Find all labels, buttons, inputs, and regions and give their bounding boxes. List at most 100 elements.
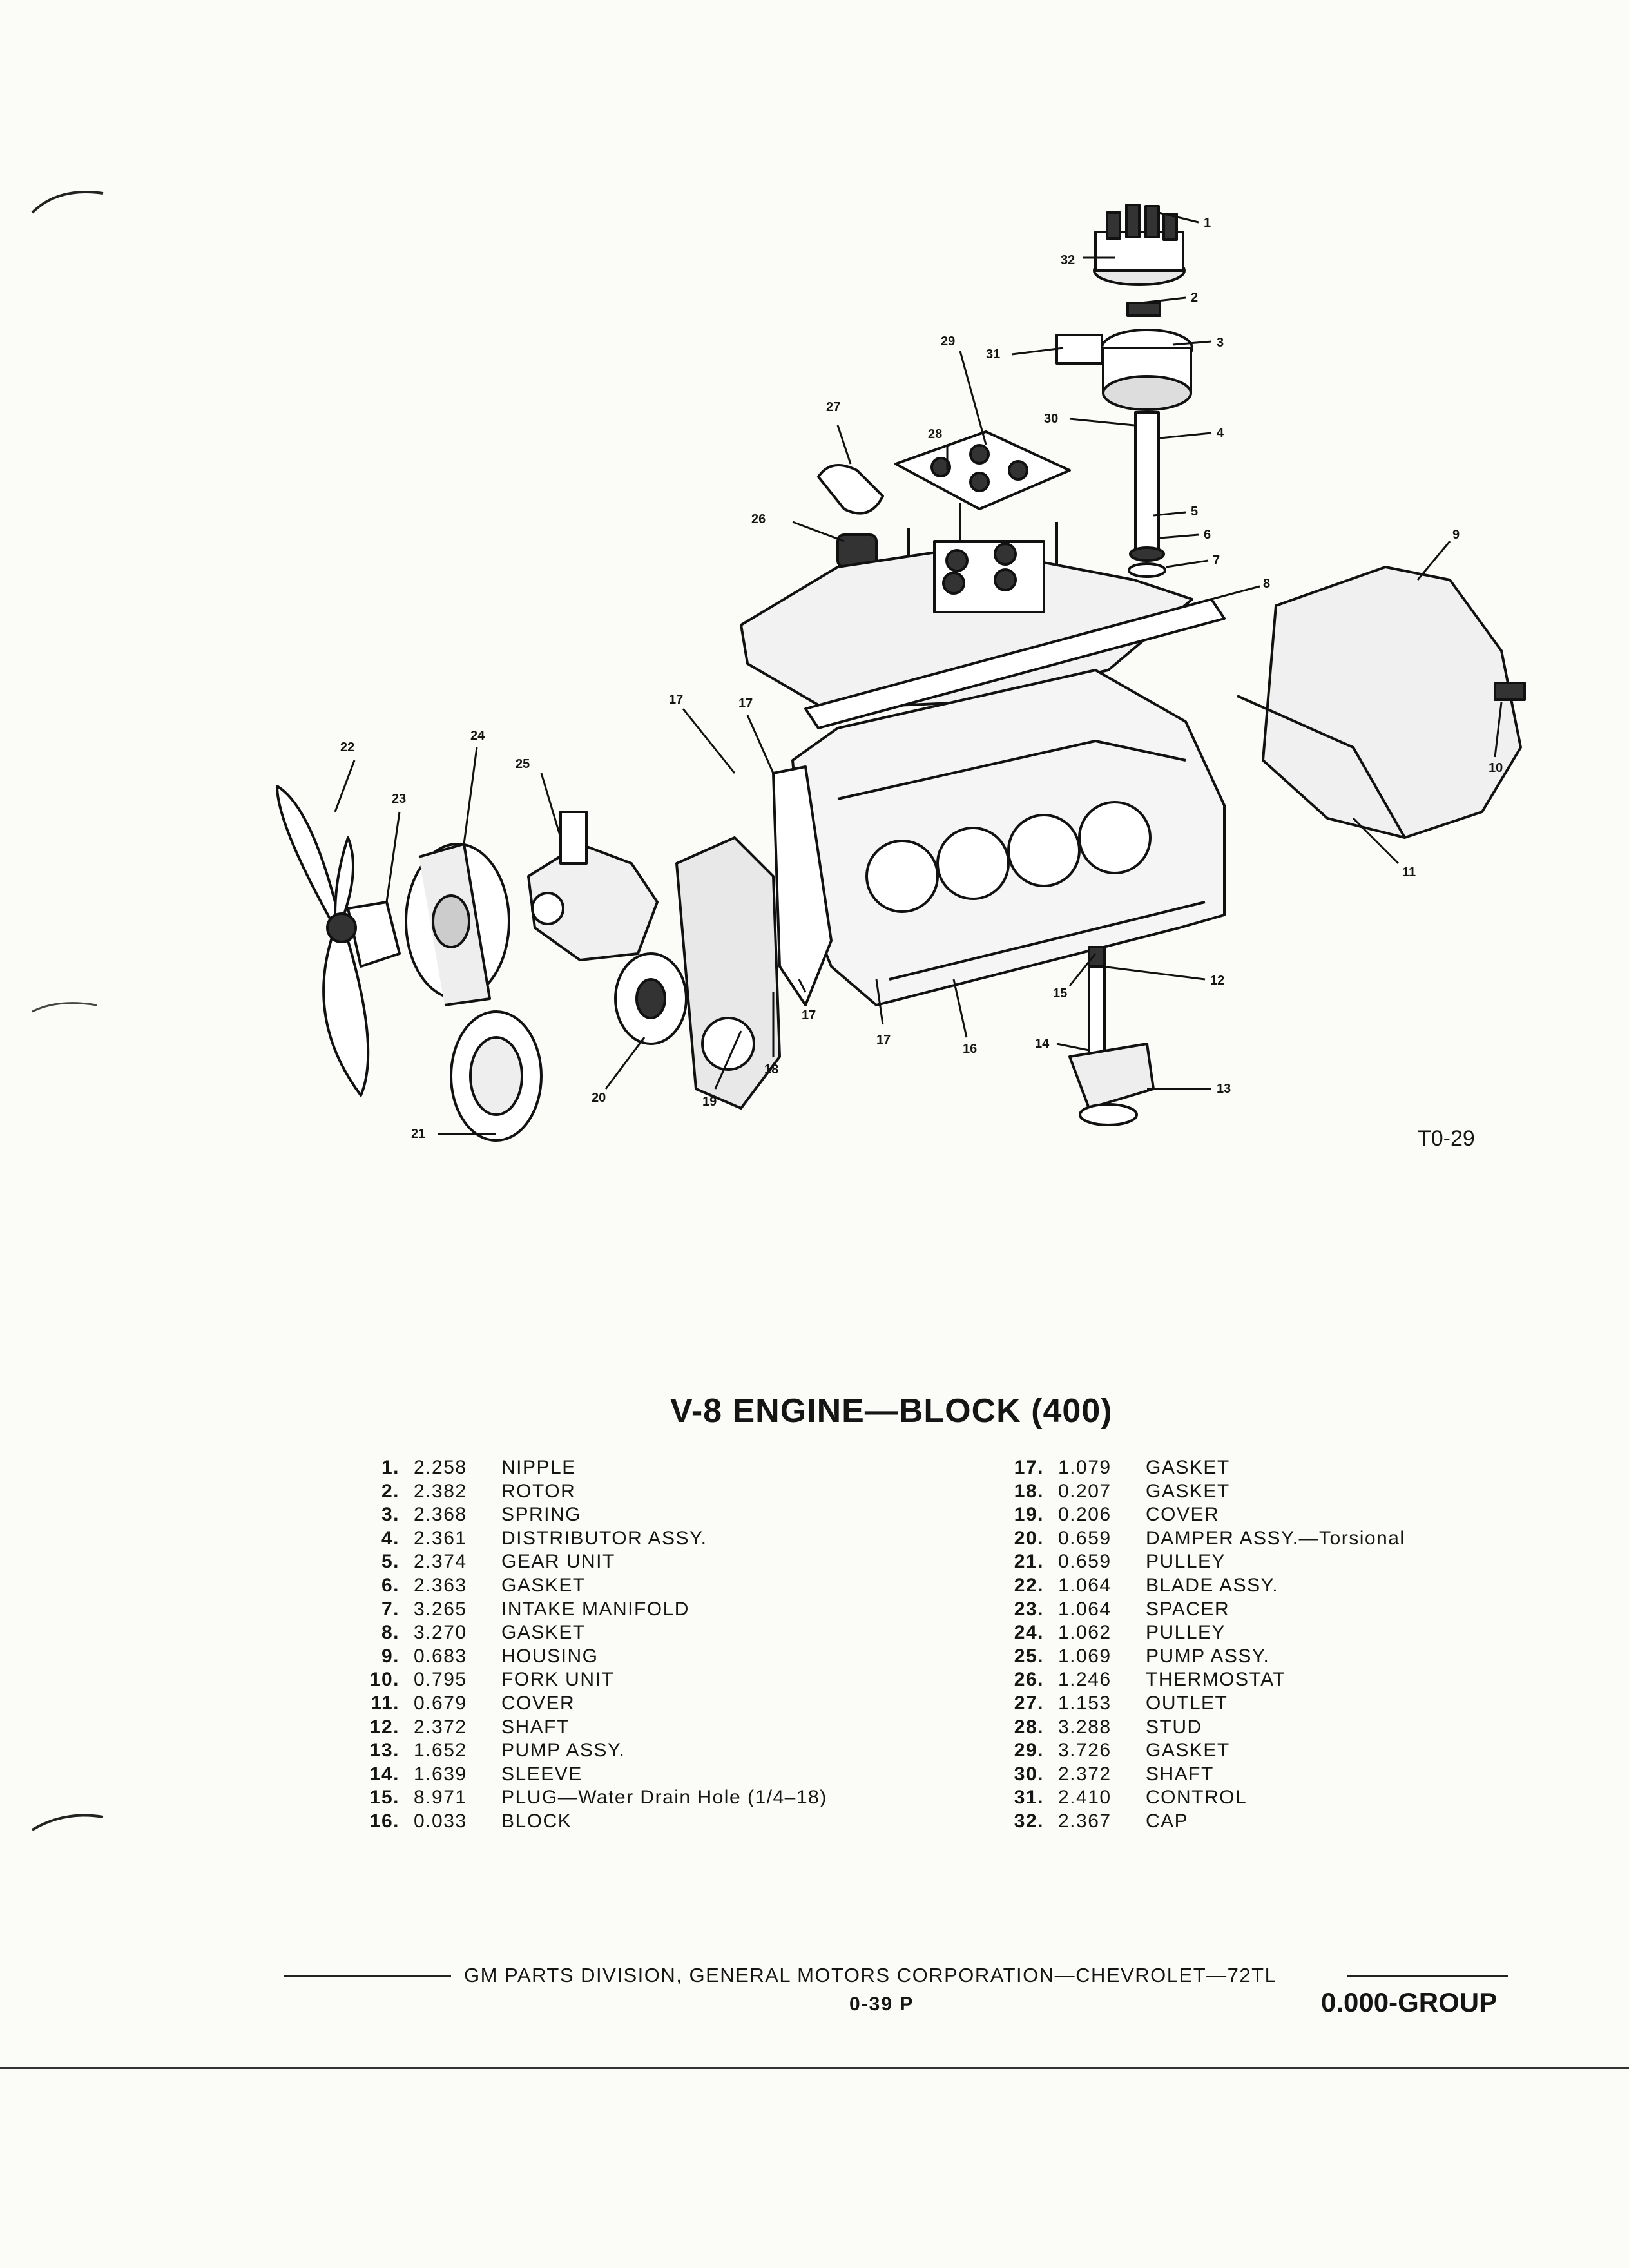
leader-lines [334, 211, 1503, 1135]
part-group-code: 0.679 [414, 1692, 467, 1714]
part-name: SHAFT [1146, 1763, 1214, 1785]
part-number: 5. [381, 1551, 400, 1573]
callout-3: 3 [1217, 336, 1224, 350]
part-number: 7. [381, 1598, 400, 1620]
part-name: GASKET [501, 1574, 586, 1596]
part-name: INTAKE MANIFOLD [501, 1598, 689, 1620]
callout-24: 24 [470, 729, 485, 743]
part-name: DAMPER ASSY.—Torsional [1146, 1527, 1405, 1549]
callout-22: 22 [340, 740, 354, 754]
part-name: CAP [1146, 1810, 1189, 1832]
part-name: OUTLET [1146, 1692, 1228, 1714]
footer-group: 0.000-GROUP [1321, 1987, 1498, 2017]
part-number: 19. [1014, 1504, 1044, 1526]
part-number: 12. [369, 1716, 400, 1738]
callout-10: 10 [1489, 761, 1503, 775]
page-title: V-8 ENGINE—BLOCK (400) [670, 1392, 1113, 1430]
part-group-code: 2.372 [1058, 1763, 1112, 1785]
part-name: GEAR UNIT [501, 1551, 615, 1573]
part-group-code: 1.246 [1058, 1669, 1112, 1691]
pulley-drawing [405, 843, 510, 1006]
part-group-code: 0.033 [414, 1810, 467, 1832]
part-number: 9. [381, 1645, 400, 1667]
part-number: 3. [381, 1504, 400, 1526]
callout-18: 18 [764, 1062, 778, 1077]
callout-4: 4 [1217, 426, 1224, 440]
part-group-code: 1.064 [1058, 1598, 1112, 1620]
parts-list-row: 5. 2.374 GEAR UNIT [342, 1550, 827, 1574]
part-group-code: 1.069 [1058, 1645, 1112, 1667]
footer-rule-left [284, 1975, 451, 1977]
part-group-code: 2.258 [414, 1457, 467, 1478]
water-pump-drawing [527, 843, 659, 961]
part-number: 18. [1014, 1480, 1044, 1502]
callout-19: 19 [702, 1095, 717, 1109]
part-group-code: 2.368 [414, 1504, 467, 1526]
part-number: 23. [1014, 1598, 1044, 1620]
callout-6: 6 [1204, 528, 1211, 542]
part-number: 24. [1014, 1622, 1044, 1644]
part-group-code: 0.659 [1058, 1551, 1112, 1573]
part-number: 27. [1014, 1692, 1044, 1714]
part-group-code: 1.079 [1058, 1457, 1112, 1478]
part-name: CONTROL [1146, 1787, 1248, 1809]
parts-list-row: 30. 2.372 SHAFT [986, 1763, 1405, 1787]
part-name: GASKET [1146, 1740, 1230, 1762]
part-name: ROTOR [501, 1480, 576, 1502]
part-number: 6. [381, 1574, 400, 1596]
part-number: 26. [1014, 1669, 1044, 1691]
callout-26: 26 [751, 512, 766, 526]
part-group-code: 2.372 [414, 1716, 467, 1738]
part-number: 11. [371, 1692, 400, 1714]
part-group-code: 1.062 [1058, 1622, 1112, 1644]
part-group-code: 3.270 [414, 1622, 467, 1644]
callout-23: 23 [392, 792, 406, 806]
part-group-code: 2.361 [414, 1527, 467, 1549]
part-number: 31. [1014, 1787, 1044, 1809]
callout-8: 8 [1263, 577, 1270, 591]
part-number: 22. [1014, 1574, 1044, 1596]
manifold-gasket-drawing [804, 598, 1226, 729]
callout-11: 11 [1402, 865, 1416, 879]
parts-list-row: 7. 3.265 INTAKE MANIFOLD [342, 1598, 827, 1622]
scan-mark-middle [32, 1002, 97, 1013]
part-name: DISTRIBUTOR ASSY. [501, 1527, 708, 1549]
part-name: SLEEVE [501, 1763, 583, 1785]
clutch-housing-drawing [1237, 566, 1526, 839]
part-number: 21. [1014, 1551, 1044, 1573]
part-group-code: 1.652 [414, 1740, 467, 1762]
part-group-code: 0.206 [1058, 1504, 1112, 1526]
part-group-code: 3.265 [414, 1598, 467, 1620]
part-number: 8. [381, 1622, 400, 1644]
part-group-code: 1.064 [1058, 1574, 1112, 1596]
part-name: GASKET [1146, 1457, 1230, 1478]
drain-plug-drawing [1088, 946, 1106, 968]
distributor-cap-drawing [1093, 204, 1186, 286]
part-number: 15. [369, 1787, 400, 1809]
part-name: PUMP ASSY. [501, 1740, 626, 1762]
part-group-code: 2.374 [414, 1551, 467, 1573]
part-name: BLOCK [501, 1810, 572, 1832]
parts-list-row: 3. 2.368 SPRING [342, 1503, 827, 1527]
callout-31: 31 [986, 347, 1000, 361]
part-name: HOUSING [501, 1645, 599, 1667]
part-name: SPRING [501, 1504, 582, 1526]
callout-2: 2 [1191, 291, 1198, 305]
footer-page-number: 0-39 P [849, 1994, 914, 2015]
part-number: 30. [1014, 1763, 1044, 1785]
